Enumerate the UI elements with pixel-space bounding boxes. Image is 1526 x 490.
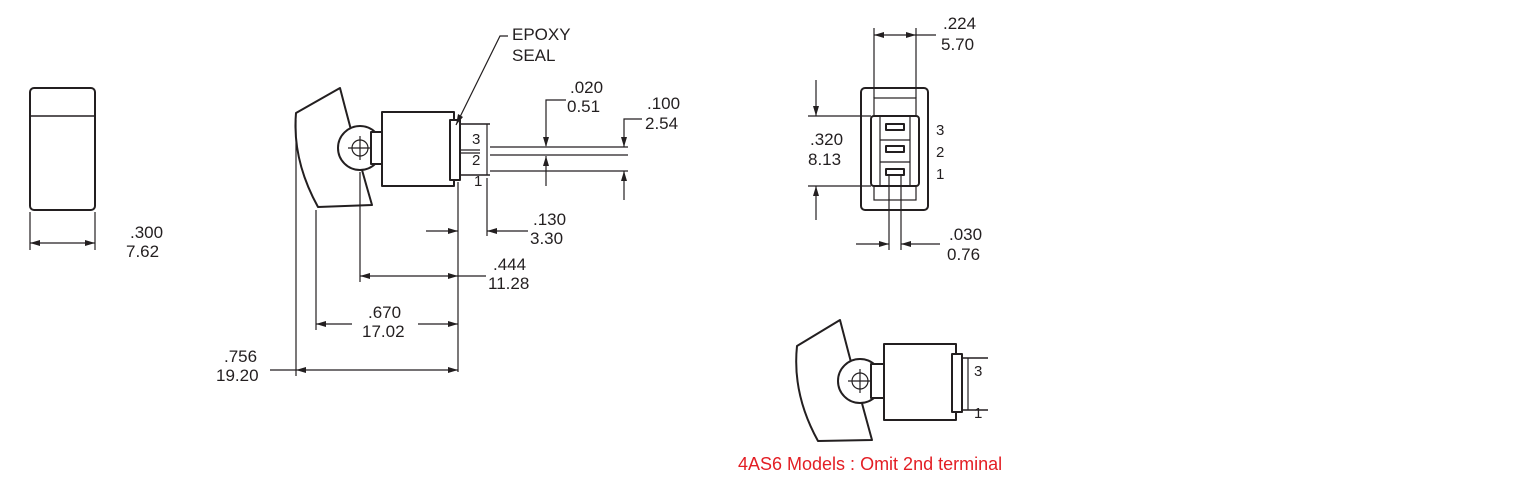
switch-housing: [381, 111, 455, 187]
epoxy-seal-label-1: EPOXY: [512, 25, 571, 44]
side-terminal-1: 1: [474, 173, 482, 190]
epoxy-seal-base: [449, 119, 461, 181]
terminal-spacing-mm: 2.54: [645, 114, 678, 133]
front-view: .300 7.62: [29, 87, 163, 261]
rear-terminal-label-3: 3: [936, 122, 944, 139]
rear-terminal-2: [885, 145, 905, 153]
rear-terminal-1: [885, 168, 905, 176]
terminal-length-mm: 3.30: [530, 229, 563, 248]
actuator-face: [29, 87, 96, 211]
rear-terminal-label-2: 2: [936, 144, 944, 161]
variant-terminal-3: 3: [974, 363, 982, 380]
rear-height-in: .320: [810, 130, 843, 149]
pivot-length-in: .670: [368, 303, 401, 322]
overall-length-mm: 19.20: [216, 366, 259, 385]
rear-terminal-3: [885, 123, 905, 131]
terminal-width-in: .030: [949, 225, 982, 244]
side-terminal-3: 3: [472, 131, 480, 148]
actuator-width-mm: 7.62: [126, 242, 159, 261]
overall-length-in: .756: [224, 347, 257, 366]
body-length-mm: 11.28: [488, 274, 529, 293]
rocker-actuator: [294, 87, 373, 208]
rear-view: 3 2 1 .224 5.70 .320 8.13 .030 0.76: [808, 14, 982, 264]
terminal-thickness-mm: 0.51: [567, 97, 600, 116]
rear-height-mm: 8.13: [808, 150, 841, 169]
actuator-width-in: .300: [130, 223, 163, 242]
variant-housing: [883, 343, 957, 421]
epoxy-seal-label-2: SEAL: [512, 46, 555, 65]
terminal-width-mm: 0.76: [947, 245, 980, 264]
variant-terminal-1: 1: [974, 405, 982, 422]
terminal-length-in: .130: [533, 210, 566, 229]
body-length-in: .444: [493, 255, 526, 274]
variant-view: 3 1 4AS6 Models : Omit 2nd terminal: [738, 319, 1002, 474]
rear-width-mm: 5.70: [941, 35, 974, 54]
side-terminal-2: 2: [472, 152, 480, 169]
pivot-length-mm: 17.02: [362, 322, 405, 341]
variant-note: 4AS6 Models : Omit 2nd terminal: [738, 454, 1002, 474]
terminal-spacing-in: .100: [647, 94, 680, 113]
side-view: 3 2 1 EPOXY SEAL .020 0.51 .100 2.54 .13…: [216, 25, 680, 385]
rear-terminal-label-1: 1: [936, 166, 944, 183]
terminal-thickness-in: .020: [570, 78, 603, 97]
rear-width-in: .224: [943, 14, 976, 33]
variant-rocker-actuator: [795, 319, 873, 442]
